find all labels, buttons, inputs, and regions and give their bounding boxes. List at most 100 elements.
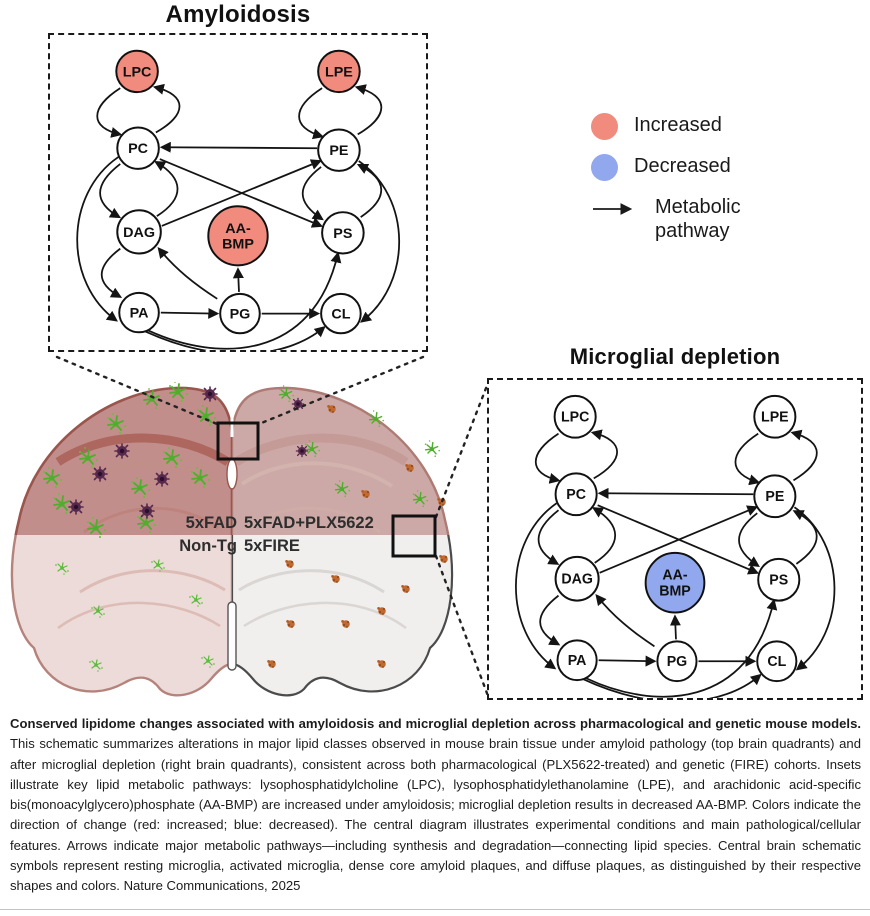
microglial-depletion-pathway-inset: LPC LPE PC PE DAG AA-BMP PS PA PG CL <box>487 378 863 700</box>
metabolic-pathway-arrow <box>597 504 760 575</box>
connector-microglial-top <box>434 381 490 519</box>
svg-text:DAG: DAG <box>123 225 155 241</box>
quadrant-PLX5622-symbols <box>278 384 446 508</box>
metabolic-pathway-arrow <box>144 326 326 350</box>
node-lpc: LPC <box>115 49 159 94</box>
metabolic-pathway-arrow <box>597 487 754 499</box>
metabolic-pathway-arrow <box>595 594 655 648</box>
node-aa-bmp: AA-BMP <box>207 205 269 267</box>
metabolic-pathway-arrow <box>354 84 383 136</box>
node-cl: CL <box>756 640 798 683</box>
svg-text:CL: CL <box>767 654 786 670</box>
svg-text:PG: PG <box>230 307 251 323</box>
node-ps: PS <box>757 557 801 602</box>
metabolic-pathway-arrow <box>159 141 318 153</box>
metabolic-pathway-arrow <box>537 509 560 565</box>
label-5xFAD-PLX5622: 5xFAD+PLX5622 <box>244 514 374 532</box>
svg-text:PS: PS <box>769 573 788 589</box>
callout-square-right <box>391 514 437 558</box>
metabolic-pathway-arrow <box>358 160 400 323</box>
quadrant-NonTg-symbols <box>54 559 216 673</box>
metabolic-pathway-arrow <box>790 429 818 482</box>
svg-text:LPC: LPC <box>561 410 589 426</box>
metabolic-pathway-arrow <box>96 87 123 138</box>
metabolic-pathway-arrow <box>590 429 618 480</box>
legend-row-pathway: Metabolic pathway <box>591 195 765 243</box>
connector-amyloid-left <box>55 355 219 426</box>
ventricle-slit <box>226 458 238 490</box>
metabolic-pathway-arrow <box>598 655 657 667</box>
legend-pathway-label: Metabolic pathway <box>655 196 741 242</box>
metabolic-pathway-arrow <box>534 432 561 484</box>
connector-microglial-bottom <box>434 554 490 698</box>
node-aa-bmp: AA-BMP <box>644 551 706 614</box>
node-pc: PC <box>116 126 160 170</box>
svg-text:PG: PG <box>667 654 688 670</box>
microglial-depletion-title: Microglial depletion <box>569 344 781 369</box>
ventral-midline-bar <box>227 601 237 671</box>
legend-decreased-label: Decreased <box>634 155 731 177</box>
metabolic-pathway-arrow <box>99 163 122 219</box>
node-cl: CL <box>320 292 362 335</box>
node-pe: PE <box>317 128 361 172</box>
svg-text:PA: PA <box>130 306 149 322</box>
metabolic-pathway-arrow <box>738 512 760 567</box>
metabolic-pathway-arrow <box>591 507 617 564</box>
metabolic-pathway-arrow <box>734 432 761 486</box>
metabolic-pathway-arrow <box>515 502 558 670</box>
node-lpc: LPC <box>553 394 597 439</box>
svg-text:AA-BMP: AA-BMP <box>222 221 254 253</box>
svg-text:AA-BMP: AA-BMP <box>659 568 691 600</box>
svg-text:PC: PC <box>128 141 148 157</box>
bottom-divider <box>0 909 870 910</box>
metabolic-pathway-arrow <box>154 160 179 217</box>
svg-text:CL: CL <box>331 307 350 323</box>
legend-row-increased: Increased <box>591 113 765 140</box>
svg-text:PS: PS <box>333 226 352 242</box>
metabolic-pathway-arrow <box>160 307 220 319</box>
metabolic-pathway-arrow <box>793 506 836 671</box>
label-5xFAD: 5xFAD <box>185 514 237 532</box>
metabolic-pathway-arrow <box>356 164 383 218</box>
svg-text:PE: PE <box>329 143 348 159</box>
callout-square-top <box>216 421 260 461</box>
metabolic-pathway-arrow <box>232 267 244 292</box>
node-pg: PG <box>656 640 698 683</box>
svg-text:PA: PA <box>568 653 587 669</box>
node-pa: PA <box>118 291 160 334</box>
figure-caption: Conserved lipidome changes associated wi… <box>10 714 861 897</box>
metabolic-pathway-arrow <box>585 598 778 698</box>
connector-amyloid-right <box>257 355 425 426</box>
metabolic-pathway-arrow <box>301 166 324 221</box>
node-ps: PS <box>321 211 365 255</box>
metabolic-pathway-arrow <box>147 251 342 350</box>
svg-text:PC: PC <box>566 487 586 503</box>
increased-dot-icon <box>591 113 618 140</box>
decreased-dot-icon <box>591 154 618 181</box>
metabolic-pathway-arrow <box>669 614 681 640</box>
node-pg: PG <box>219 292 261 335</box>
metabolic-pathway-arrow <box>101 247 123 298</box>
amyloidosis-title: Amyloidosis <box>165 1 311 28</box>
node-dag: DAG <box>116 209 162 255</box>
metabolic-pathway-arrow <box>152 83 181 134</box>
label-Non-Tg: Non-Tg <box>179 537 237 555</box>
metabolic-pathway-arrow <box>539 594 561 646</box>
metabolic-pathway-arrow <box>582 673 762 698</box>
svg-text:LPC: LPC <box>123 64 152 80</box>
node-lpe: LPE <box>753 394 797 439</box>
caption-source: Nature Communications, 2025 <box>123 878 301 894</box>
metabolic-pathway-arrow <box>157 247 218 300</box>
caption-body: This schematic summarizes alterations in… <box>10 736 861 894</box>
node-pc: PC <box>554 472 598 517</box>
label-5xFIRE: 5xFIRE <box>244 537 300 555</box>
metabolic-pathway-arrow <box>159 158 324 228</box>
svg-text:PE: PE <box>765 489 784 505</box>
metabolic-pathway-arrow <box>298 87 325 140</box>
node-pa: PA <box>556 639 598 682</box>
node-dag: DAG <box>554 555 600 602</box>
svg-text:LPE: LPE <box>761 410 789 426</box>
quadrant-5xFIRE-symbols <box>267 555 448 668</box>
metabolic-pathway-arrow <box>792 510 818 565</box>
node-lpe: LPE <box>317 49 361 94</box>
